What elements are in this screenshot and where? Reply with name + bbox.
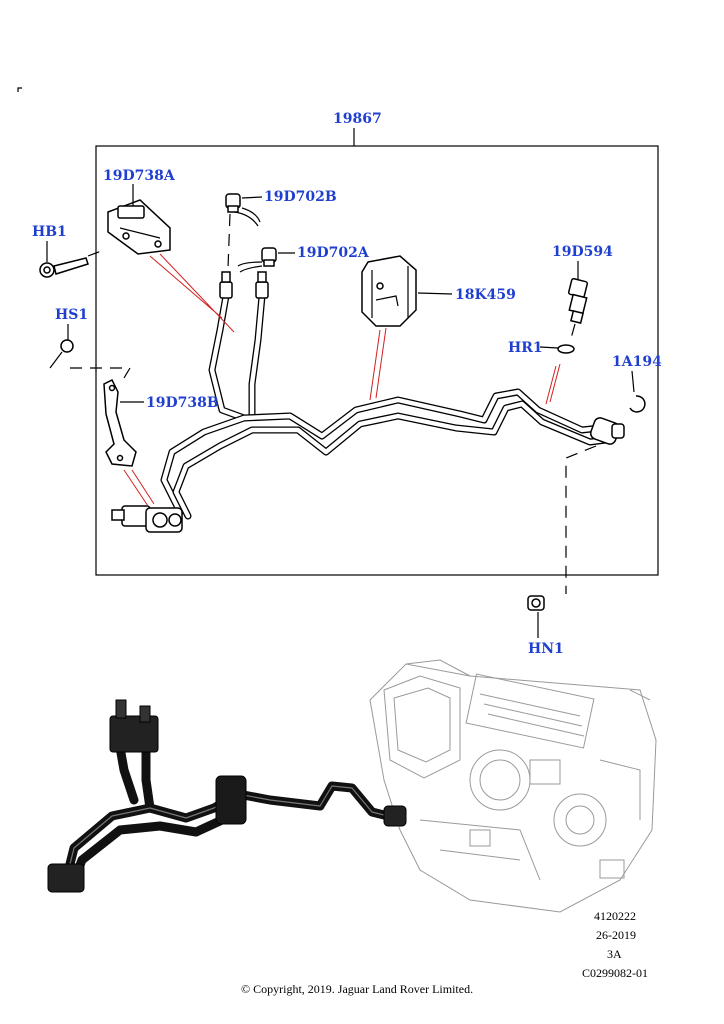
part-HN1-nut[interactable] — [527, 595, 545, 611]
dash-HB1 — [87, 249, 105, 257]
dash-19D594 — [569, 323, 576, 343]
callout-19D702B[interactable]: 19D702B — [264, 189, 337, 205]
illustration-revision: 3A — [607, 947, 622, 961]
assembly-frame — [95, 145, 659, 576]
refrigerant-pipe-assembly — [111, 271, 625, 533]
illustration-number: 4120222 — [594, 909, 636, 923]
part-1A194-clip[interactable] — [629, 395, 646, 413]
corner-mark — [17, 87, 22, 92]
callout-19D738A[interactable]: 19D738A — [103, 168, 176, 184]
red-leader-19D594 — [545, 363, 561, 405]
leader-HR1 — [539, 346, 559, 349]
leader-18K459 — [417, 292, 453, 295]
part-19D738B-bracket[interactable] — [103, 378, 137, 467]
leader-19D702B — [241, 196, 263, 199]
callout-HR1[interactable]: HR1 — [508, 340, 543, 356]
red-leader-19D738B — [123, 469, 155, 507]
part-19D702A-cap[interactable] — [237, 247, 277, 273]
callout-19D738B[interactable]: 19D738B — [146, 395, 219, 411]
part-HS1-screw[interactable] — [49, 339, 74, 369]
pipe-overview — [47, 699, 407, 893]
copyright: © Copyright, 2019. Jaguar Land Rover Lim… — [241, 982, 473, 996]
part-19D702B-cap[interactable] — [225, 193, 261, 227]
red-leader-19D738A — [149, 253, 235, 333]
callout-HN1[interactable]: HN1 — [528, 641, 564, 657]
part-HB1-bolt[interactable] — [39, 257, 89, 278]
leader-1A194 — [631, 370, 635, 393]
callout-18K459[interactable]: 18K459 — [455, 287, 516, 303]
callout-1A194[interactable]: 1A194 — [612, 354, 662, 370]
part-HR1-oring[interactable] — [557, 344, 575, 354]
red-leader-18K459 — [369, 327, 387, 401]
illustration-date: 26-2019 — [596, 928, 636, 942]
callout-19867[interactable]: 19867 — [333, 111, 382, 127]
dash-19D702B — [227, 213, 231, 269]
hvac-unit-overview — [369, 659, 657, 913]
part-18K459-insulator[interactable] — [361, 255, 417, 327]
dash-HN1 — [565, 445, 597, 594]
callout-19D594[interactable]: 19D594 — [552, 244, 613, 260]
dash-HS1 — [70, 367, 132, 379]
part-19D594-sensor[interactable] — [567, 277, 589, 324]
callout-HB1[interactable]: HB1 — [32, 224, 67, 240]
part-19D738A[interactable] — [107, 199, 171, 255]
illustration-code: C0299082-01 — [582, 966, 648, 980]
callout-HS1[interactable]: HS1 — [55, 307, 88, 323]
callout-19D702A[interactable]: 19D702A — [297, 245, 370, 261]
